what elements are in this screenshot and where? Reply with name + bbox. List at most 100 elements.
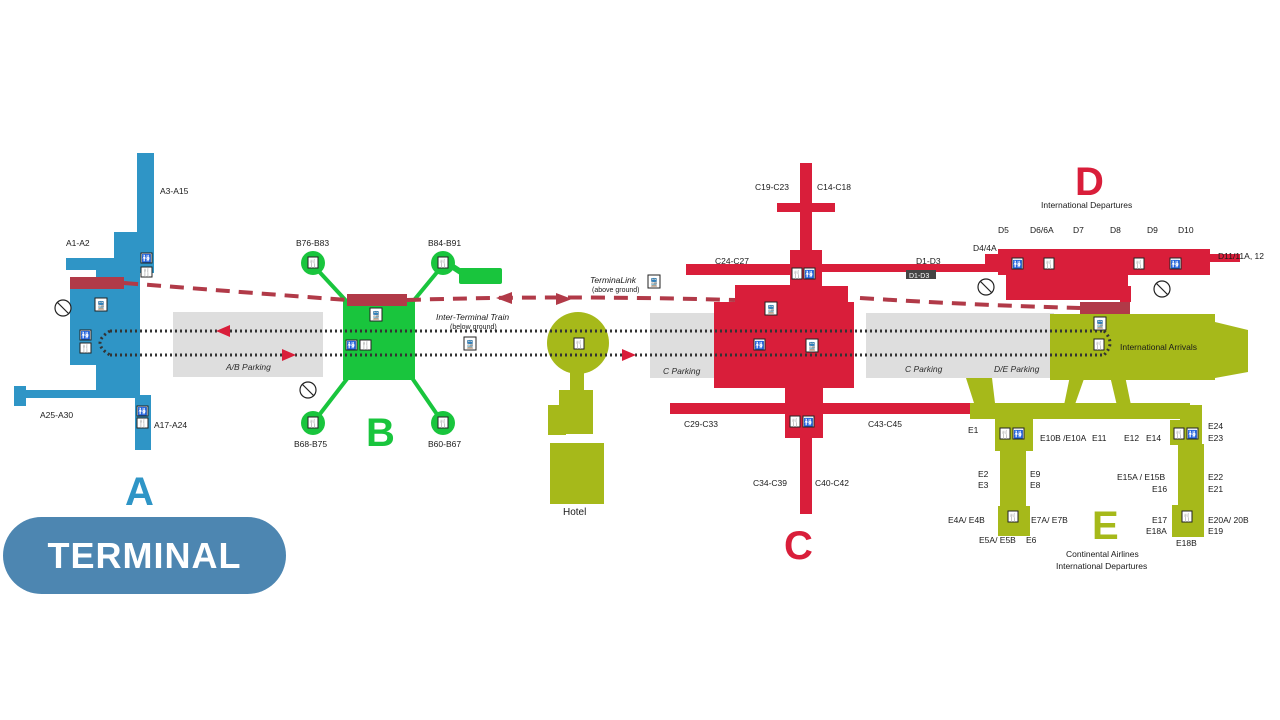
svg-text:🍴: 🍴 [438,258,448,268]
train-icon: 🚆 [94,297,108,312]
gate-label: E11 [1092,433,1107,443]
dining-icon: 🍴 [789,415,801,428]
gate-label: D5 [998,225,1009,235]
dining-icon: 🍴 [1093,338,1105,351]
terminallink-label: TerminaLink [590,275,637,285]
restroom-icon: 🚻 [1169,257,1182,270]
gate-label: E4A/ E4B [948,515,985,525]
train-icon: 🚆 [1093,316,1107,331]
gate-label: E3 [978,480,989,490]
dining-icon: 🍴 [1181,510,1193,523]
sign-plate [906,270,936,279]
train-icon: 🚆 [463,336,477,351]
gate-label: A25-A30 [40,410,73,420]
gate-label: C29-C33 [684,419,718,429]
svg-text:🚻: 🚻 [81,330,91,340]
no-pets-icon [299,381,317,399]
terminallink-arrow-east [556,293,572,305]
svg-text:🚆: 🚆 [807,341,817,351]
terminal-d-subtitle: International Departures [1041,200,1132,210]
gate-label: C19-C23 [755,182,789,192]
dining-icon: 🍴 [79,342,92,354]
gate-label: E23 [1208,433,1223,443]
svg-text:🚻: 🚻 [1014,429,1024,439]
parking-label: C Parking [663,366,701,376]
svg-text:🍴: 🍴 [142,267,152,277]
svg-text:🍴: 🍴 [361,340,371,350]
gate-label: B76-B83 [296,238,329,248]
gate-label: E16 [1152,484,1167,494]
gate-label: E17 [1152,515,1167,525]
svg-text:🚻: 🚻 [142,253,152,263]
gate-label: D11/11A, 12 [1218,251,1264,261]
svg-text:🚻: 🚻 [805,269,815,279]
restroom-icon: 🚻 [802,415,815,428]
svg-text:🍴: 🍴 [308,418,318,428]
svg-text:🍴: 🍴 [1044,259,1054,269]
no-pets-icon [54,299,72,317]
train-icon: 🚆 [805,338,819,353]
dining-icon: 🍴 [307,416,319,429]
gate-label: C34-C39 [753,478,787,488]
svg-text:🍴: 🍴 [792,269,802,279]
gate-label: C40-C42 [815,478,849,488]
dining-icon: 🍴 [999,427,1011,440]
train-icon: 🚆 [764,301,778,316]
dining-icon: 🍴 [1043,257,1055,270]
svg-text:🍴: 🍴 [790,417,800,427]
svg-text:🚻: 🚻 [804,417,814,427]
restroom-icon: 🚻 [803,267,816,280]
restroom-icon: 🚻 [345,339,358,351]
svg-text:🚻: 🚻 [1171,259,1181,269]
gate-label: E19 [1208,526,1223,536]
dining-icon: 🍴 [136,417,149,429]
gate-label: C43-C45 [868,419,902,429]
inter-terminal-train-route [98,329,1112,357]
arrivals-label: International Arrivals [1120,342,1197,352]
train-arrow-east-2 [622,349,636,361]
no-pets-icon [977,278,995,296]
terminal-badge[interactable]: TERMINAL [3,517,286,594]
svg-text:🚻: 🚻 [138,406,148,416]
svg-text:🍴: 🍴 [1182,512,1192,522]
no-pets-icon [1153,280,1171,298]
gate-label: E1 [968,425,979,435]
train-arrow-east [282,349,296,361]
gate-label: E9 [1030,469,1041,479]
terminal-a-letter: A [125,470,154,514]
terminal-e-subtitle-1: Continental Airlines [1066,549,1139,559]
gate-label: D7 [1073,225,1084,235]
dining-icon: 🍴 [1007,510,1019,523]
gate-label: A1-A2 [66,238,90,248]
parking-c-right [866,313,964,378]
service-icons: 🚻 🍴 🚆 🚻 🍴 🚻 🍴 🍴 🍴 🍴 🍴 🚆 🚻 🍴 🚆 🚆 🍴 🍴 🚻 🚆 … [79,252,1199,523]
gate-label: E10B /E10A [1040,433,1087,443]
train-note: (below ground) [450,324,497,331]
gate-label: E6 [1026,535,1037,545]
train-label: Inter-Terminal Train [436,312,509,322]
terminal-e-letter: E [1092,504,1119,548]
gate-label: E24 [1208,421,1223,431]
gate-label: A3-A15 [160,186,189,196]
restroom-icon: 🚻 [1011,257,1024,270]
svg-text:🚆: 🚆 [649,277,659,287]
svg-text:🍴: 🍴 [1008,512,1018,522]
restroom-icon: 🚻 [136,405,149,417]
sign-plate-label: D1-D3 [909,273,929,280]
svg-text:🚆: 🚆 [96,300,106,310]
dining-icon: 🍴 [359,339,372,351]
terminal-c-letter: C [784,524,813,568]
svg-text:🚆: 🚆 [1095,319,1105,329]
restroom-icon: 🚻 [1012,427,1025,440]
gate-label: D4/4A [973,243,997,253]
gate-label: C24-C27 [715,256,749,266]
svg-text:🍴: 🍴 [1134,259,1144,269]
parking-label: C Parking [905,364,943,374]
gate-label: D8 [1110,225,1121,235]
dining-icon: 🍴 [140,266,153,278]
svg-text:🍴: 🍴 [1094,340,1104,350]
gate-label: E8 [1030,480,1041,490]
gate-label: D10 [1178,225,1194,235]
dining-icon: 🍴 [307,256,319,269]
